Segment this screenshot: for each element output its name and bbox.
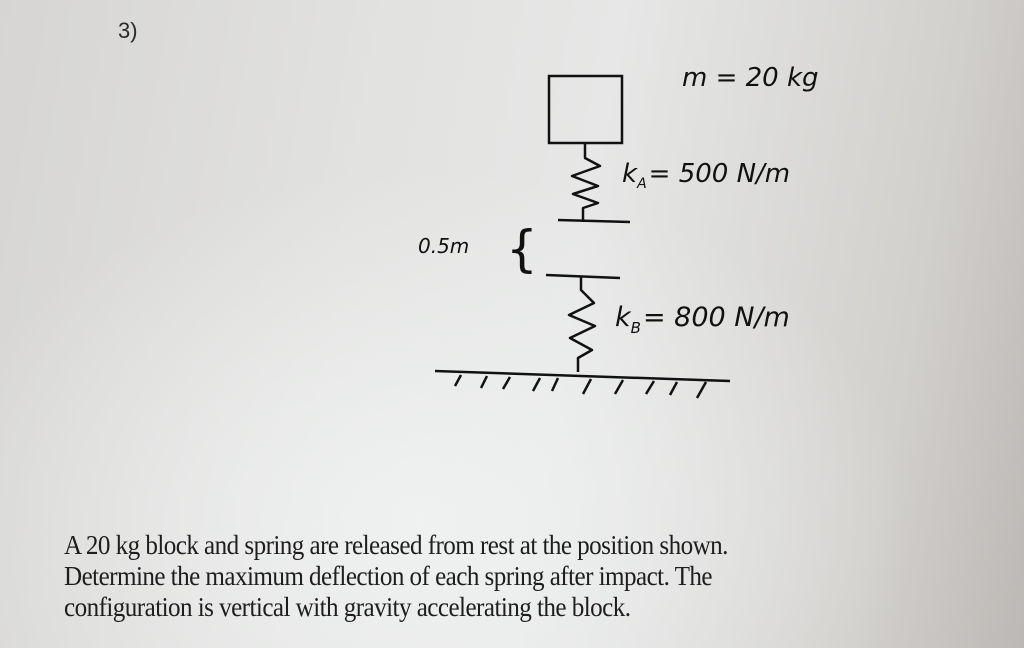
spring-a-label: kA= 500 N/m — [622, 159, 790, 192]
spring-a — [570, 143, 602, 222]
mass-block — [547, 74, 624, 145]
problem-statement-line: A 20 kg block and spring are released fr… — [64, 530, 728, 560]
spring-b-label: kB= 800 N/m — [615, 302, 790, 337]
problem-statement-line: Determine the maximum deflection of each… — [64, 561, 713, 591]
spring-b-top-plate — [545, 273, 621, 280]
gap-brace: { — [506, 220, 538, 278]
problem-statement-line: configuration is vertical with gravity a… — [64, 592, 631, 622]
problem-statement: A 20 kg block and spring are released fr… — [64, 530, 938, 623]
gap-distance-label: 0.5m — [418, 234, 469, 258]
spring-a-end-plate — [557, 218, 631, 224]
mass-label: m = 20 kg — [682, 63, 819, 93]
ground-line — [434, 369, 731, 383]
ground-hatch — [453, 374, 708, 399]
problem-number: 3) — [118, 18, 138, 43]
spring-b — [567, 277, 597, 372]
